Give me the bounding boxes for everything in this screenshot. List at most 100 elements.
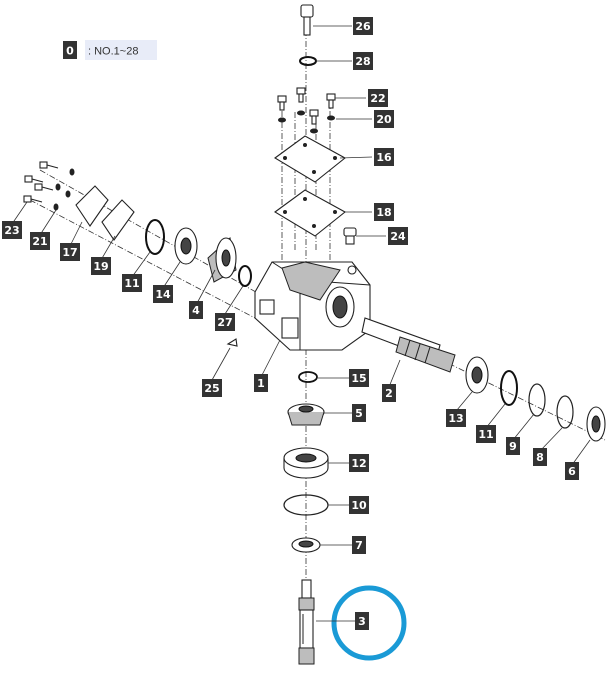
part-tag-box — [202, 379, 222, 397]
part-tag-box — [349, 369, 369, 387]
part-tag-box — [349, 454, 369, 472]
part-tag-label: 2 — [385, 387, 393, 400]
part-1-gearbox-housing — [254, 261, 371, 351]
part-25-pin — [226, 338, 238, 347]
part-tag-box — [153, 285, 173, 303]
part-tag-label: 4 — [192, 304, 200, 317]
part-tag-box — [353, 52, 373, 70]
part-tag-box — [446, 409, 466, 427]
part-tag-label: 10 — [351, 499, 367, 512]
part-tag-box — [476, 425, 496, 443]
part-tag-label: 3 — [358, 615, 366, 628]
highlight-circle — [331, 585, 407, 661]
part-tag-label: 8 — [536, 451, 544, 464]
part-27-seal — [238, 265, 252, 287]
part-tag-label: 7 — [355, 539, 363, 552]
part-tag-label: 11 — [124, 277, 139, 290]
part-tag-16: 16 — [374, 148, 394, 166]
part-tag-box — [374, 148, 394, 166]
part-tag-2: 2 — [382, 384, 396, 402]
part-2-input-shaft — [361, 317, 456, 373]
part-tag-24: 24 — [388, 227, 408, 245]
legend-text: : NO.1~28 — [88, 46, 138, 58]
part-tag-label: 28 — [355, 55, 370, 68]
part-tag-label: 9 — [509, 440, 517, 453]
part-26-bolt — [300, 4, 314, 36]
part-tag-label: 14 — [155, 288, 171, 301]
part-18-gasket — [274, 189, 346, 237]
part-tag-label: 23 — [4, 224, 19, 237]
part-tag-box — [352, 404, 366, 422]
part-tag-box — [189, 301, 203, 319]
part-tag-11: 11 — [122, 274, 142, 292]
part-tag-3: 3 — [355, 612, 369, 630]
part-tag-6: 6 — [565, 462, 579, 480]
part-tag-box — [533, 448, 547, 466]
part-tag-box — [215, 313, 235, 331]
part-tag-label: 17 — [62, 246, 77, 259]
part-tag-box — [60, 243, 80, 261]
part-tag-label: 15 — [351, 372, 366, 385]
part-tag-18: 18 — [374, 203, 394, 221]
part-6-oil-seal — [586, 406, 606, 442]
part-13-bearing — [465, 356, 489, 394]
part-16-cover — [274, 135, 346, 183]
part-tag-box — [30, 232, 50, 250]
part-tag-9: 9 — [506, 437, 520, 455]
part-tag-label: 26 — [355, 20, 371, 33]
part-tag-box — [565, 462, 579, 480]
part-12-bearing — [283, 447, 329, 479]
part-tag-label: 25 — [204, 382, 219, 395]
part-tag-box — [374, 110, 394, 128]
part-tag-label: 1 — [257, 377, 265, 390]
part-tag-label: 13 — [448, 412, 463, 425]
part-17-cover — [75, 185, 109, 227]
part-tag-box — [349, 496, 369, 514]
part-tag-box — [355, 612, 369, 630]
legend: 0 : NO.1~28 — [63, 40, 157, 60]
part-tag-14: 14 — [153, 285, 173, 303]
part-tag-box — [353, 17, 373, 35]
part-11-circlip-left — [145, 219, 165, 255]
part-tag-box — [91, 257, 111, 275]
part-14-bearing — [174, 227, 198, 265]
part-tag-box — [352, 536, 366, 554]
part-tag-label: 21 — [32, 235, 47, 248]
part-tag-5: 5 — [352, 404, 366, 422]
part-tag-label: 22 — [370, 92, 385, 105]
part-7-seal — [291, 537, 321, 553]
part-tag-1: 1 — [254, 374, 268, 392]
part-23-bolts — [23, 161, 59, 203]
part-tag-label: 11 — [478, 428, 493, 441]
leader-lines — [11, 25, 591, 622]
part-tag-23: 23 — [2, 221, 22, 239]
part-tag-box — [254, 374, 268, 392]
part-tag-box — [374, 203, 394, 221]
part-tag-22: 22 — [368, 89, 388, 107]
part-tag-19: 19 — [91, 257, 111, 275]
part-4-bevel-gear — [207, 237, 237, 283]
part-tag-label: 24 — [390, 230, 406, 243]
part-11-circlip-right — [500, 370, 518, 406]
part-tag-label: 19 — [93, 260, 108, 273]
part-5-bevel-gear — [287, 403, 325, 426]
part-9-shim — [528, 383, 546, 417]
part-tag-box — [368, 89, 388, 107]
part-tag-4: 4 — [189, 301, 203, 319]
part-tag-20: 20 — [374, 110, 394, 128]
part-tag-15: 15 — [349, 369, 369, 387]
part-tag-label: 12 — [351, 457, 366, 470]
part-21-washers — [53, 168, 75, 211]
part-tag-17: 17 — [60, 243, 80, 261]
part-tag-label: 27 — [217, 316, 232, 329]
part-tag-box — [382, 384, 396, 402]
part-3-output-shaft — [298, 579, 315, 665]
part-28-oring — [299, 56, 317, 66]
part-tag-12: 12 — [349, 454, 369, 472]
part-20-washers — [278, 110, 335, 134]
part-tag-13: 13 — [446, 409, 466, 427]
part-tag-label: 16 — [376, 151, 392, 164]
part-tag-label: 18 — [376, 206, 391, 219]
